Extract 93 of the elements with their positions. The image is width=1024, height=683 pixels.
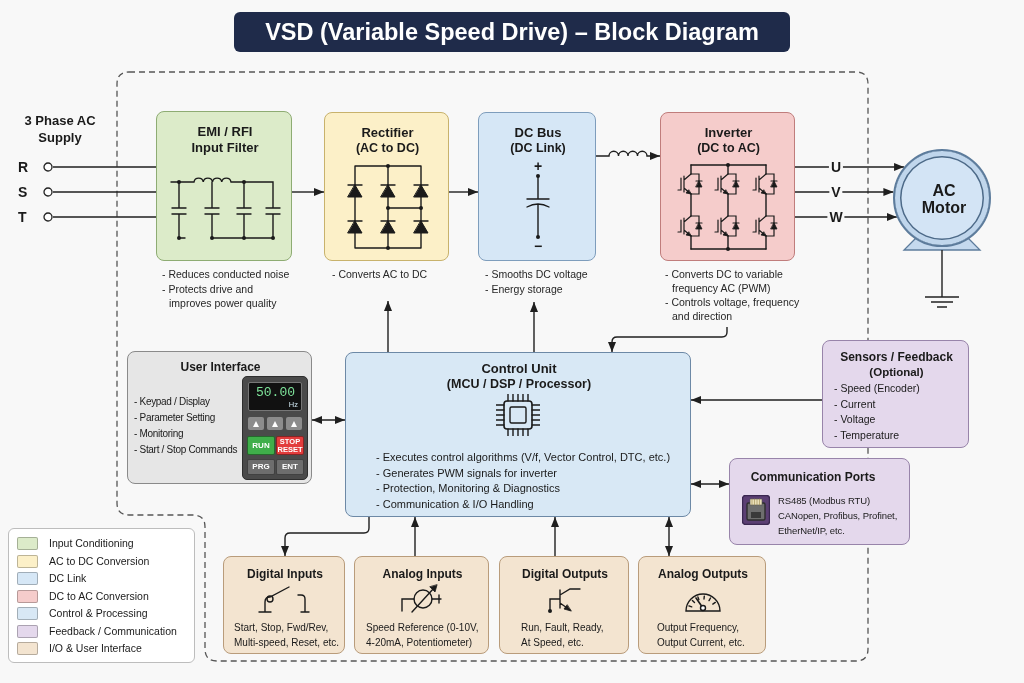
block-subtitle: (DC to AC) [697, 141, 760, 156]
communication-panel [729, 458, 910, 545]
bullet-item: - Generates PWM signals for inverter [376, 466, 557, 481]
body-text: CANopen, Profibus, Profinet, EtherNet/IP, etc. [778, 509, 899, 538]
block-title: Rectifier [361, 125, 414, 141]
bullet-item: - Protection, Monitoring & Diagnostics [376, 481, 561, 496]
enter-key: ENT [276, 459, 304, 475]
edge-label: U [828, 159, 844, 175]
legend-label: DC Link [49, 571, 87, 586]
arrow [551, 516, 559, 557]
block-subtitle: (Optional) [869, 365, 924, 380]
inverter-block [660, 112, 795, 261]
polarity-sign: + [533, 159, 543, 173]
description-text: - Energy storage [485, 283, 563, 297]
bullet-item: - Start / Stop Commands [134, 443, 238, 457]
motor-label: AC Motor [920, 182, 968, 216]
block-subtitle: (DC Link) [510, 141, 566, 156]
arrow [281, 516, 370, 557]
description-text: - Reduces conducted noise [162, 268, 290, 282]
block-title: EMI / RFI Input Filter [190, 124, 260, 156]
block-title: Communication Ports [750, 470, 876, 485]
arrow [595, 150, 661, 160]
body-text: Start, Stop, Fwd/Rev, Multi-speed, Reset, etc. [234, 621, 341, 650]
terminal-label: T [18, 208, 27, 226]
bullet-item: - Communication & I/O Handling [376, 497, 534, 512]
connector-line [52, 166, 157, 168]
arrow [291, 188, 325, 196]
description-text: - Converts DC to variable frequency AC (PWM) [665, 268, 784, 295]
legend-label: AC to DC Conversion [49, 553, 150, 569]
arrow [448, 188, 479, 196]
arrow [411, 516, 419, 557]
description-text: - Converts AC to DC [332, 268, 428, 282]
block-subtitle: (AC to DC) [355, 141, 420, 156]
body-text: Speed Reference (0-10V, 4-20mA, Potentiometer) [366, 621, 480, 650]
program-key: PRG [247, 459, 275, 475]
edge-label: W [827, 209, 845, 225]
terminal-label: R [18, 158, 29, 176]
bullet-item: - Executes control algorithms (V/f, Vector Control, DTC, etc.) [376, 450, 671, 465]
description-text: - Controls voltage, frequency and direction [665, 296, 801, 323]
io-block [638, 556, 766, 654]
bullet-item: - Keypad / Display [134, 395, 210, 409]
user-interface-panel [127, 351, 312, 484]
bullet-item: - Parameter Setting [134, 411, 215, 425]
rectifier-block [324, 112, 449, 261]
legend-label: I/O & User Interface [49, 641, 142, 656]
block-title: Digital Inputs [247, 567, 323, 582]
sensors-panel [822, 340, 969, 448]
body-text: RS485 (Modbus RTU) [778, 494, 870, 508]
arrow [665, 516, 673, 557]
run-key: RUN [247, 436, 275, 455]
polarity-sign: − [533, 239, 543, 253]
arrow [690, 396, 823, 404]
description-text: - Smooths DC voltage [485, 268, 588, 282]
block-title: Control Unit [481, 361, 557, 377]
io-block [223, 556, 345, 654]
terminal-label: S [18, 183, 28, 201]
legend-label: Input Conditioning [49, 536, 134, 551]
legend-label: Feedback / Communication [49, 623, 177, 639]
edge-label: V [829, 184, 843, 200]
block-title: Analog Outputs [658, 567, 748, 582]
block-title: Digital Outputs [522, 567, 608, 582]
bullet-item: - Monitoring [134, 427, 184, 441]
block-title: Inverter [704, 125, 753, 141]
io-block [354, 556, 489, 654]
body-text: Run, Fault, Ready, At Speed, etc. [521, 621, 605, 650]
block-title: User Interface [180, 360, 261, 375]
bullet-item: - Voltage [834, 412, 876, 427]
control-unit-block [345, 352, 691, 517]
bullet-item: - Current [834, 397, 876, 412]
arrow [794, 213, 898, 221]
block-subtitle: (MCU / DSP / Processor) [446, 377, 592, 392]
legend-label: DC to AC Conversion [49, 588, 149, 604]
arrow [384, 300, 392, 353]
dc-bus-block [478, 112, 596, 261]
bullet-item: - Speed (Encoder) [834, 381, 920, 396]
legend-label: Control & Processing [49, 606, 148, 621]
filter-block [156, 111, 292, 261]
display-value: 50.00 [256, 385, 295, 400]
block-title: DC Bus [514, 125, 562, 141]
arrow [690, 480, 730, 488]
arrow [311, 416, 346, 424]
block-title: Analog Inputs [382, 567, 463, 582]
supply-label: 3 Phase AC Supply [23, 112, 97, 146]
bullet-item: - Temperature [834, 428, 900, 443]
description-text: - Protects drive and improves power quality [162, 283, 278, 310]
diagram-title: VSD (Variable Speed Drive) – Block Diagram [234, 12, 790, 52]
arrow [794, 188, 895, 196]
arrow [794, 163, 905, 171]
body-text: Output Frequency, Output Current, etc. [657, 621, 746, 650]
connector-line [52, 216, 157, 218]
connector-line [52, 191, 157, 193]
io-block [499, 556, 629, 654]
block-title: Sensors / Feedback [840, 350, 953, 365]
